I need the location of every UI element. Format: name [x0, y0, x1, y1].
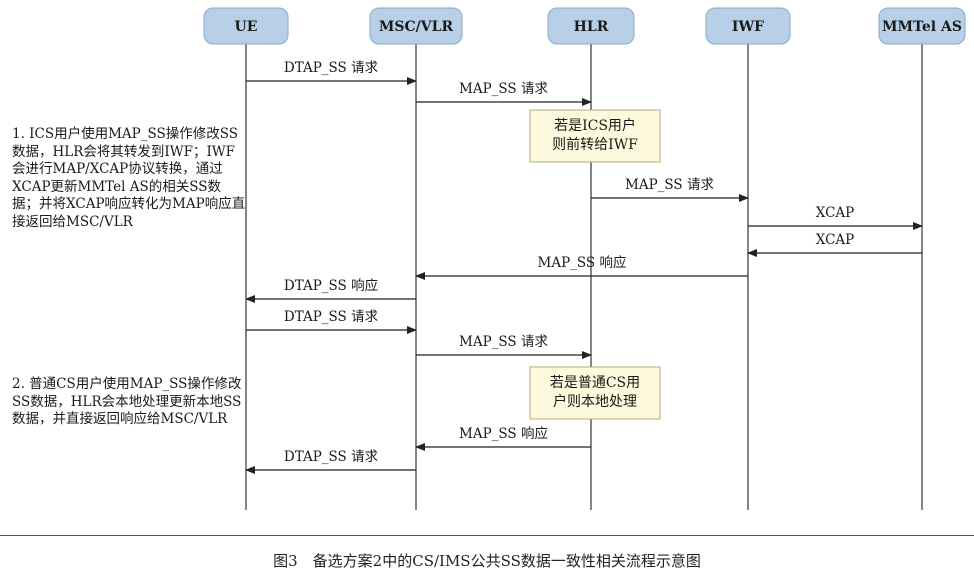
message-arrow: MAP_SS 响应 — [415, 425, 591, 451]
message-label: DTAP_SS 响应 — [284, 277, 378, 294]
participant-iwf: IWF — [705, 7, 791, 45]
condition-note-box — [529, 109, 661, 163]
message-label: DTAP_SS 请求 — [284, 60, 379, 76]
participant-label: MMTel AS — [882, 19, 962, 35]
participant-label: IWF — [732, 19, 764, 35]
message-label: DTAP_SS 请求 — [284, 309, 379, 325]
message-arrow: MAP_SS 请求 — [591, 177, 749, 202]
condition-note-line: 则前转给IWF — [552, 136, 638, 153]
message-label: MAP_SS 响应 — [538, 254, 627, 271]
participant-mmtel: MMTel AS — [878, 7, 966, 45]
condition-note-line: 若是普通CS用 — [550, 375, 640, 391]
participant-label: UE — [235, 19, 258, 35]
participant-box — [369, 7, 463, 45]
message-label: MAP_SS 请求 — [459, 81, 548, 97]
message-arrow: DTAP_SS 请求 — [246, 309, 417, 334]
message-label: XCAP — [816, 205, 855, 221]
caption-divider — [0, 535, 974, 536]
message-arrow: DTAP_SS 请求 — [245, 449, 416, 474]
participant-box — [705, 7, 791, 45]
condition-note-line: 户则本地处理 — [553, 393, 637, 410]
participant-box — [203, 7, 289, 45]
message-label: DTAP_SS 请求 — [284, 449, 379, 465]
message-arrow: XCAP — [748, 205, 923, 230]
participant-msc: MSC/VLR — [369, 7, 463, 45]
participant-hlr: HLR — [547, 7, 635, 45]
message-label: MAP_SS 请求 — [459, 334, 548, 350]
condition-note-line: 若是ICS用户 — [554, 117, 636, 134]
participant-label: MSC/VLR — [379, 19, 454, 35]
message-arrow: MAP_SS 请求 — [416, 334, 592, 359]
side-note-cs-user: 2. 普通CS用户使用MAP_SS操作修改SS数据，HLR会本地处理更新本地SS… — [12, 376, 242, 427]
message-arrow: MAP_SS 响应 — [415, 254, 748, 280]
message-arrow: XCAP — [747, 232, 922, 257]
message-arrow: MAP_SS 请求 — [416, 81, 592, 106]
message-arrow: DTAP_SS 请求 — [246, 60, 417, 85]
participant-box — [547, 7, 635, 45]
condition-note-box — [529, 366, 661, 420]
message-label: MAP_SS 请求 — [625, 177, 714, 193]
message-label: XCAP — [816, 232, 855, 248]
participant-ue: UE — [203, 7, 289, 45]
message-arrow: DTAP_SS 响应 — [245, 277, 416, 303]
message-label: MAP_SS 响应 — [459, 425, 548, 442]
sequence-diagram: UE MSC/VLR HLR IWF MMTel AS DTAP_SS 请求 MAP_SS… — [203, 7, 966, 510]
figure-caption: 图3 备选方案2中的CS/IMS公共SS数据一致性相关流程示意图 — [273, 552, 701, 570]
participant-label: HLR — [574, 19, 609, 35]
side-note-ics-user: 1. ICS用户使用MAP_SS操作修改SS数据，HLR会将其转发到IWF；IW… — [12, 126, 246, 230]
participant-box — [878, 7, 966, 45]
